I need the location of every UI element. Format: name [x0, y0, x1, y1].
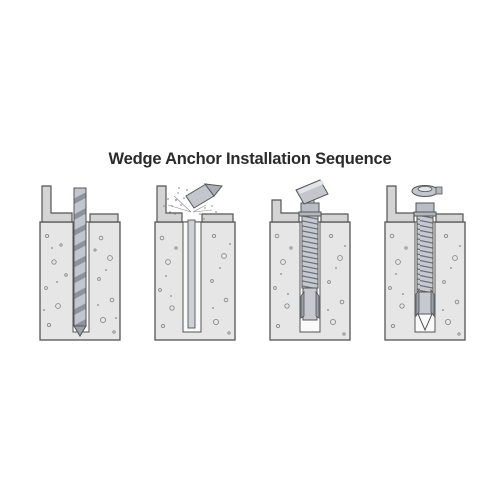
wrench-icon	[411, 185, 443, 197]
aggregate-speckles	[388, 233, 461, 336]
wedge-anchor	[298, 195, 322, 321]
drill-bit-icon	[73, 187, 87, 337]
step-2-clean-panel	[154, 183, 236, 341]
hex-nut	[415, 202, 435, 213]
washer	[298, 211, 322, 217]
washer	[413, 211, 437, 217]
step-3-hammer-panel	[269, 179, 351, 341]
aggregate-speckles	[44, 233, 116, 334]
step-4-torque-panel	[384, 185, 466, 341]
step-1-drill-panel	[39, 185, 121, 341]
blower-icon	[185, 183, 223, 209]
aggregate-speckles	[158, 233, 231, 335]
fixture-bracket	[41, 185, 73, 223]
hammer-icon	[295, 179, 329, 205]
diagram-title: Wedge Anchor Installation Sequence	[108, 150, 392, 168]
dust-spray	[163, 187, 217, 220]
aggregate-speckles	[273, 233, 346, 336]
blower-tube	[187, 219, 196, 329]
wedge-anchor	[413, 202, 437, 332]
